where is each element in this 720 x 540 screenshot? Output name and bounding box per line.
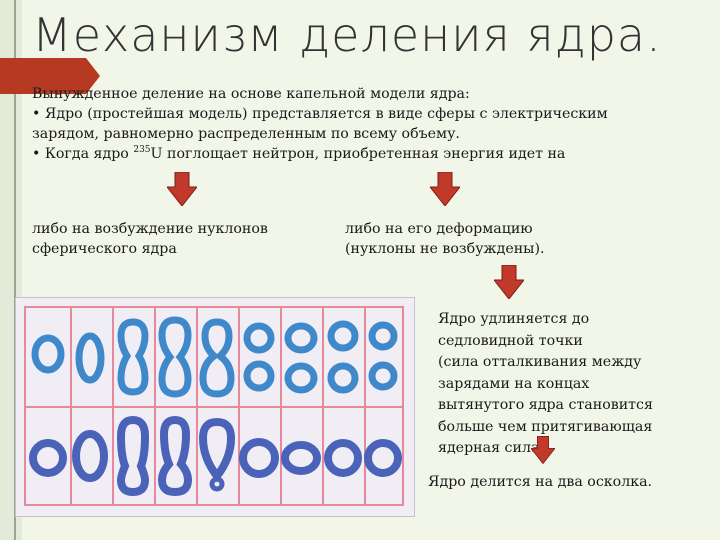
intro-paragraph: Вынужденное деление на основе капельной … xyxy=(32,84,608,164)
isotope-mass-number: 235 xyxy=(133,145,151,155)
saddle-line: зарядами на концах xyxy=(438,375,590,392)
arrow-down-icon xyxy=(531,436,555,464)
nucleus-drop xyxy=(368,361,398,391)
nucleus-drop xyxy=(327,320,359,352)
nucleus-drop xyxy=(364,439,402,477)
saddle-line: Ядро удлиняется до xyxy=(438,311,590,327)
isotope-symbol: U xyxy=(150,146,163,162)
saddle-line: больше чем притягивающая xyxy=(438,418,653,435)
intro-line-4-post: поглощает нейтрон, приобретенная энергия… xyxy=(162,146,566,162)
nucleus-drop xyxy=(284,362,318,394)
branch-deformation-line-2: (нуклоны не возбуждены). xyxy=(345,241,545,257)
nucleus-drop xyxy=(72,430,108,482)
saddle-line: (сила отталкивания между xyxy=(438,354,642,370)
nucleus-drop xyxy=(116,415,150,497)
branch-excitation-line-2: сферического ядра xyxy=(32,241,177,257)
nucleus-drop xyxy=(327,362,359,394)
nucleus-drop xyxy=(157,415,193,497)
intro-line-2: • Ядро (простейшая модель) представляетс… xyxy=(32,106,608,122)
branch-deformation: либо на его деформацию (нуклоны не возбу… xyxy=(345,219,545,259)
arrow-down-icon xyxy=(494,265,524,299)
nucleus-drop xyxy=(75,332,105,384)
fission-sequence-figure xyxy=(15,297,415,517)
intro-line-1: Вынужденное деление на основе капельной … xyxy=(32,86,470,102)
nucleus-shapes xyxy=(29,316,402,497)
figure-frame xyxy=(24,306,404,506)
nucleus-drop xyxy=(209,476,225,492)
intro-line-4: • Когда ядро 235U поглощает нейтрон, при… xyxy=(32,144,608,164)
nucleus-drop xyxy=(368,321,398,351)
nucleus-drop xyxy=(158,316,192,398)
accent-tab xyxy=(0,58,100,94)
intro-line-3: зарядом, равномерно распределенным по вс… xyxy=(32,126,460,142)
nucleus-drop xyxy=(31,334,65,374)
branch-excitation-line-1: либо на возбуждение нуклонов xyxy=(32,221,268,237)
arrow-down-icon xyxy=(430,172,460,206)
saddle-point-description: Ядро удлиняется до седловидной точки (си… xyxy=(438,309,653,460)
branch-excitation: либо на возбуждение нуклонов сферическог… xyxy=(32,219,268,259)
nucleus-drop xyxy=(281,441,321,475)
left-decor-rule xyxy=(14,0,16,540)
branch-deformation-line-1: либо на его деформацию xyxy=(345,221,533,237)
page-title: Механизм деления ядра. xyxy=(32,8,662,62)
nucleus-drop xyxy=(117,318,149,396)
nucleus-drop xyxy=(198,417,236,483)
nucleus-drop xyxy=(29,439,67,477)
saddle-line: вытянутого ядра становится xyxy=(438,397,653,413)
nucleus-drop xyxy=(284,322,318,354)
final-fission-text: Ядро делится на два осколка. xyxy=(428,474,653,490)
saddle-line: ядерная сила). xyxy=(438,440,550,456)
nucleus-drop xyxy=(199,318,235,398)
intro-line-4-pre: • Когда ядро xyxy=(32,146,134,162)
nucleus-drop xyxy=(239,438,279,478)
nucleus-drop xyxy=(324,439,362,477)
nucleus-drop xyxy=(243,360,275,392)
grid-line xyxy=(26,406,402,408)
saddle-line: седловидной точки xyxy=(438,332,583,349)
arrow-down-icon xyxy=(167,172,197,206)
nucleus-drop xyxy=(243,322,275,354)
